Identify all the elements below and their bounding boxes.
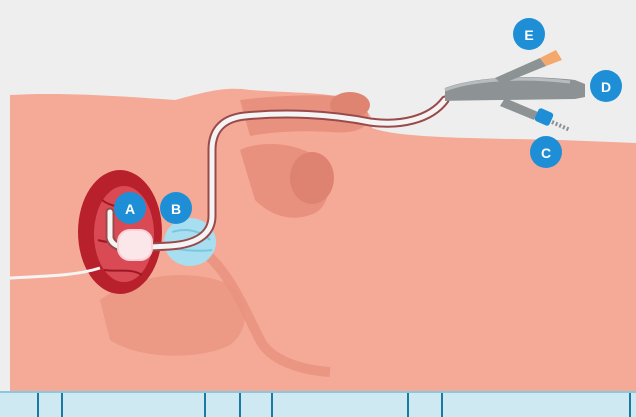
marker-c: C — [530, 136, 562, 168]
balloon-icon — [118, 230, 152, 260]
marker-e-label: E — [524, 27, 533, 43]
marker-d: D — [590, 70, 622, 102]
bed-mattress — [0, 392, 636, 417]
marker-b: B — [160, 192, 192, 224]
marker-d-label: D — [601, 79, 611, 95]
marker-b-label: B — [171, 201, 181, 217]
marker-a: A — [114, 192, 146, 224]
marker-c-label: C — [541, 145, 551, 161]
testis-shape — [290, 152, 334, 204]
marker-e: E — [513, 18, 545, 50]
marker-a-label: A — [125, 201, 135, 217]
